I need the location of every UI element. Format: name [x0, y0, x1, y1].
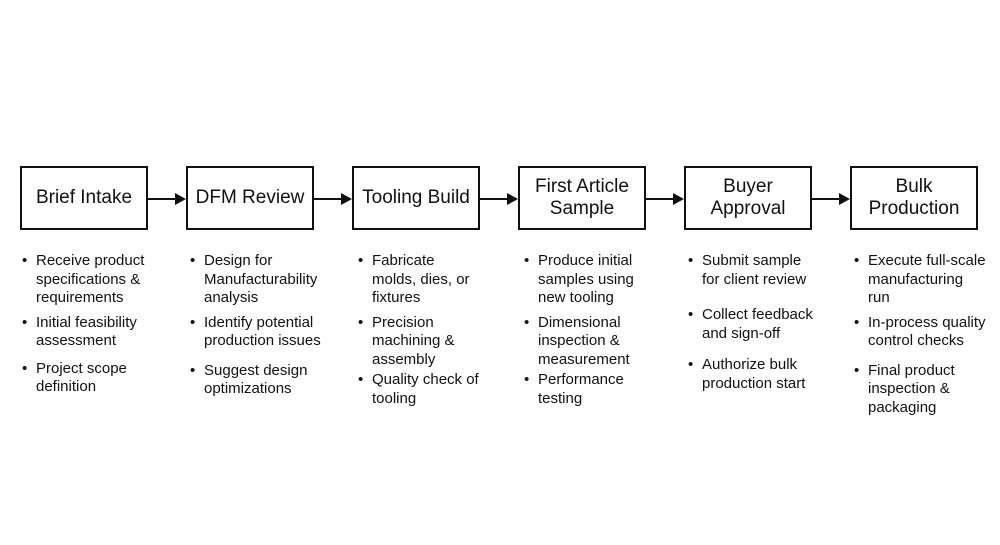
bullet-item: Fabricate molds, dies, or fixtures — [358, 252, 506, 308]
step-title: Brief Intake — [35, 187, 133, 208]
bullet-item: Collect feedback and sign-off — [688, 306, 836, 343]
step-bullets-first-article-sample: Produce initial samples using new toolin… — [524, 252, 672, 408]
bullet-item: Dimensional inspection & measurement — [524, 314, 672, 370]
step-title: Bulk Production — [868, 176, 960, 219]
arrow-connector — [480, 193, 518, 205]
step-box-first-article-sample: First Article Sample — [518, 166, 646, 230]
arrow-connector — [314, 193, 352, 205]
step-bullets-tooling-build: Fabricate molds, dies, or fixtures Preci… — [358, 252, 506, 408]
bullet-item: Performance testing — [524, 371, 672, 408]
bullet-item: Precision machining & assembly — [358, 314, 506, 370]
bullet-item: Submit sample for client review — [688, 252, 836, 289]
bullet-item: Initial feasibility assessment — [22, 314, 170, 351]
step-box-tooling-build: Tooling Build — [352, 166, 480, 230]
bullet-item: Authorize bulk production start — [688, 356, 836, 393]
step-bullets-bulk-production: Execute full-scale manufacturing run In-… — [854, 252, 1000, 417]
bullet-item: Produce initial samples using new toolin… — [524, 252, 672, 308]
step-box-dfm-review: DFM Review — [186, 166, 314, 230]
bullet-item: Suggest design optimizations — [190, 362, 338, 399]
step-title: Tooling Build — [362, 187, 470, 208]
bullet-item: Project scope definition — [22, 360, 170, 397]
bullet-item: In-process quality control checks — [854, 314, 1000, 351]
step-title: DFM Review — [195, 187, 305, 208]
step-title: Buyer Approval — [710, 176, 786, 219]
arrow-connector — [812, 193, 850, 205]
bullet-item: Design for Manufacturability analysis — [190, 252, 338, 308]
bullet-item: Final product inspection & packaging — [854, 362, 1000, 418]
arrow-connector — [646, 193, 684, 205]
bullet-item: Receive product specifications & require… — [22, 252, 170, 308]
bullet-item: Quality check of tooling — [358, 371, 506, 408]
step-box-brief-intake: Brief Intake — [20, 166, 148, 230]
step-box-bulk-production: Bulk Production — [850, 166, 978, 230]
step-bullets-dfm-review: Design for Manufacturability analysis Id… — [190, 252, 338, 399]
step-bullets-buyer-approval: Submit sample for client review Collect … — [688, 252, 836, 393]
step-title: First Article Sample — [535, 176, 629, 219]
step-box-buyer-approval: Buyer Approval — [684, 166, 812, 230]
step-bullets-brief-intake: Receive product specifications & require… — [22, 252, 170, 397]
bullet-item: Execute full-scale manufacturing run — [854, 252, 1000, 308]
bullet-item: Identify potential production issues — [190, 314, 338, 351]
arrow-connector — [148, 193, 186, 205]
